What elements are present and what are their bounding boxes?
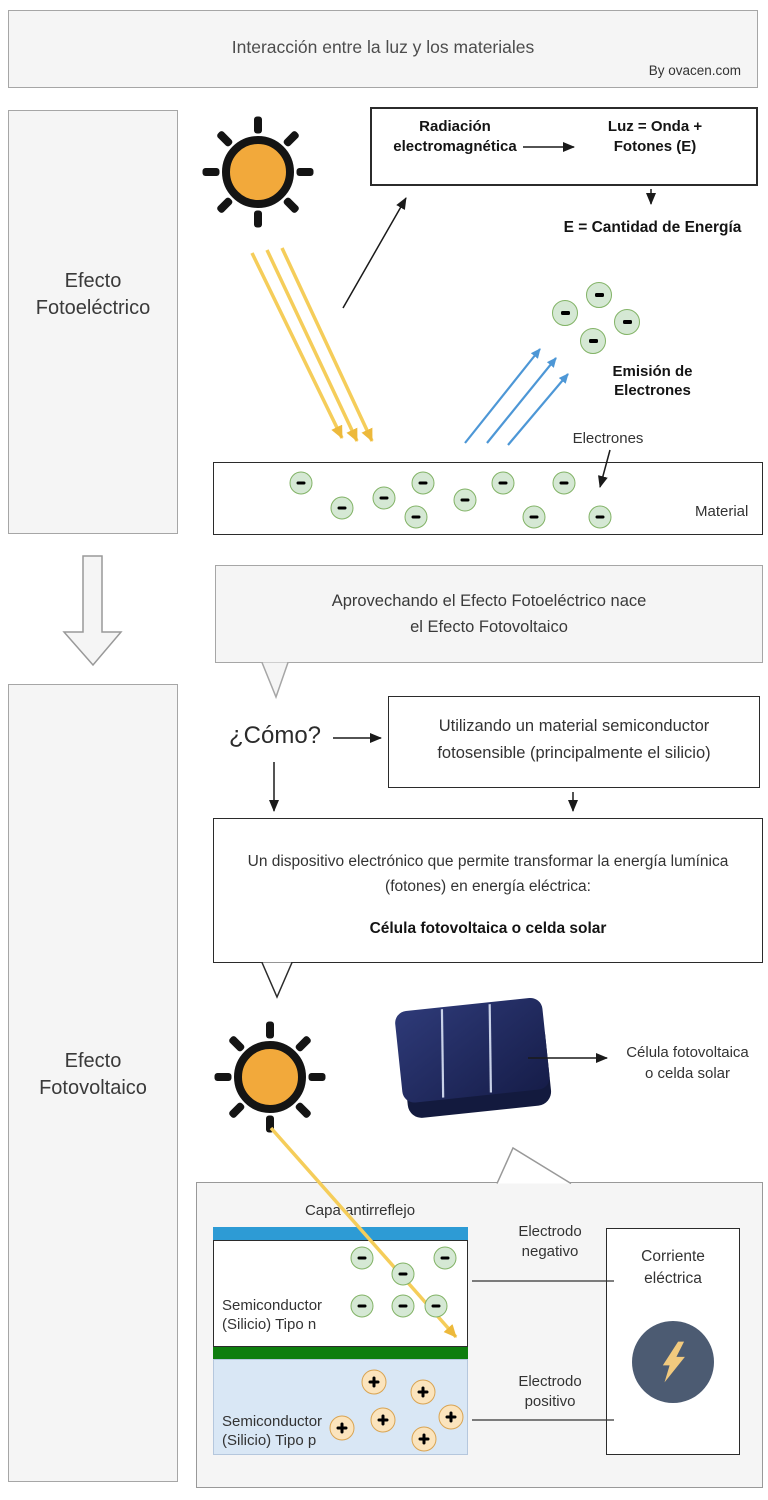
electron-icon: [453, 488, 477, 512]
hole-icon: [361, 1369, 387, 1395]
electrode-line: positivo: [524, 1393, 576, 1410]
emission-arrow-icon: [486, 357, 557, 444]
electron-icon: [614, 309, 640, 335]
lightning-bolt-icon: [662, 1341, 685, 1383]
light-formula-line: Fotones (E): [613, 137, 697, 155]
light-ray-icon: [250, 252, 344, 439]
n-layer-line: (Silicio) Tipo n: [222, 1316, 317, 1333]
section-photoelectric-label: Efecto Fotoeléctrico: [8, 110, 178, 534]
emission-label: Emisión de Electrones: [580, 362, 725, 400]
electrode-line: Electrodo: [518, 1373, 582, 1390]
cell-caption-line: Célula fotovoltaica: [626, 1044, 749, 1061]
section-label-line: Efecto: [64, 270, 122, 292]
emission-arrow-icon: [464, 348, 541, 444]
electron-icon: [350, 1246, 374, 1270]
bubble-tail-icon: [261, 662, 289, 700]
current-line: Corriente: [641, 1248, 705, 1265]
electron-icon: [404, 505, 428, 529]
panel-pointer-icon: [496, 1146, 572, 1185]
transition-bubble: Aprovechando el Efecto Fotoeléctrico nac…: [215, 565, 763, 663]
semiconductor-line: Utilizando un material semiconductor: [438, 717, 710, 735]
electron-icon: [330, 496, 354, 520]
electron-icon: [588, 505, 612, 529]
semiconductor-line: fotosensible (principalmente el silicio): [437, 744, 711, 762]
electron-icon: [522, 505, 546, 529]
hole-icon: [438, 1404, 464, 1430]
electrode-negative-label: Electrodo negativo: [505, 1222, 595, 1262]
electron-icon: [580, 328, 606, 354]
antireflective-layer: [213, 1227, 468, 1240]
electron-icon: [391, 1262, 415, 1286]
p-layer-line: Semiconductor: [222, 1413, 323, 1430]
hole-icon: [329, 1415, 355, 1441]
device-line: (fotones) en energía eléctrica:: [385, 878, 591, 895]
cell-caption: Célula fotovoltaica o celda solar: [610, 1042, 765, 1084]
electrode-line: Electrodo: [518, 1223, 582, 1240]
electrode-line: negativo: [521, 1243, 579, 1260]
electron-icon: [552, 471, 576, 495]
electric-current-icon: [632, 1321, 714, 1403]
electrons-label: Electrones: [572, 430, 644, 447]
section-label-line: Fotoeléctrico: [35, 297, 151, 319]
electron-icon: [411, 471, 435, 495]
cell-caption-line: o celda solar: [644, 1065, 731, 1082]
device-tail-icon: [261, 962, 293, 999]
material-label: Material: [695, 503, 749, 520]
electron-icon: [433, 1246, 457, 1270]
bubble-line: el Efecto Fotovoltaico: [410, 618, 568, 636]
radiation-label: Radiación electromagnética: [393, 118, 517, 155]
sunlight-to-radiation-arrow: [342, 197, 407, 309]
light-ray-icon: [265, 249, 359, 442]
hole-icon: [410, 1379, 436, 1405]
p-layer-line: (Silicio) Tipo p: [222, 1432, 317, 1449]
semiconductor-box: Utilizando un material semiconductor fot…: [388, 696, 760, 788]
section-label-line: Fotovoltaico: [39, 1077, 147, 1099]
electron-icon: [350, 1294, 374, 1318]
hole-icon: [370, 1407, 396, 1433]
how-label: ¿Cómo?: [228, 722, 322, 749]
n-layer-line: Semiconductor: [222, 1297, 323, 1314]
credit-label: By ovacen.com: [648, 63, 741, 78]
light-formula-line: Luz = Onda +: [607, 118, 703, 135]
device-highlight: Célula fotovoltaica o celda solar: [369, 920, 607, 937]
page-title: Interacción entre la luz y los materiale…: [231, 37, 535, 57]
antireflective-label: Capa antirreflejo: [304, 1202, 416, 1219]
pn-junction-layer: [213, 1347, 468, 1359]
device-box: Un dispositivo electrónico que permite t…: [213, 818, 763, 963]
section-photovoltaic-label: Efecto Fotovoltaico: [8, 684, 178, 1482]
electron-icon: [491, 471, 515, 495]
device-line: Un dispositivo electrónico que permite t…: [247, 853, 729, 870]
current-label: Corriente eléctrica: [606, 1246, 740, 1290]
light-formula-label: Luz = Onda + Fotones (E): [580, 117, 730, 156]
bubble-line: Aprovechando el Efecto Fotoeléctrico nac…: [331, 592, 647, 610]
electron-icon: [289, 471, 313, 495]
light-ray-icon: [280, 247, 374, 442]
electron-icon: [424, 1294, 448, 1318]
electron-icon: [372, 486, 396, 510]
down-arrow-icon: [62, 555, 123, 667]
electrode-positive-label: Electrodo positivo: [505, 1372, 595, 1412]
emission-line: Emisión de: [612, 363, 693, 380]
emission-line: Electrones: [614, 382, 691, 399]
header-box: Interacción entre la luz y los materiale…: [8, 10, 758, 88]
current-line: eléctrica: [644, 1270, 702, 1287]
section-label-line: Efecto: [64, 1050, 122, 1072]
p-layer-label: Semiconductor (Silicio) Tipo p: [222, 1412, 322, 1450]
electron-icon: [391, 1294, 415, 1318]
electron-icon: [552, 300, 578, 326]
solar-cell-image: [395, 997, 552, 1118]
energy-note: E = Cantidad de Energía: [563, 219, 742, 236]
n-layer-label: Semiconductor (Silicio) Tipo n: [222, 1296, 322, 1334]
electron-icon: [586, 282, 612, 308]
hole-icon: [411, 1426, 437, 1452]
